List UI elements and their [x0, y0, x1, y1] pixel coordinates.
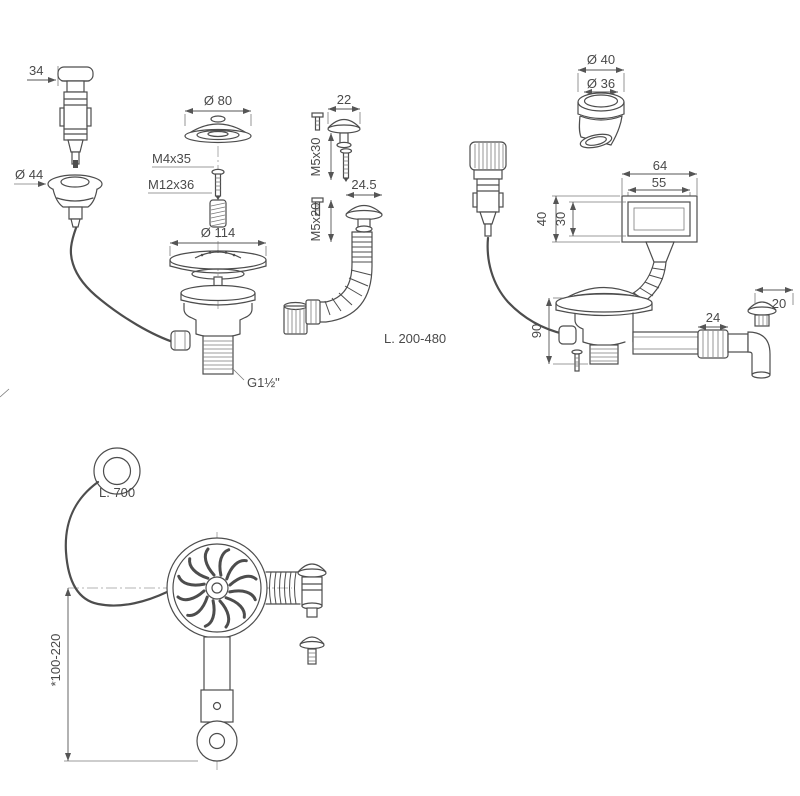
drain-body-left	[183, 303, 197, 334]
drain-body-right	[239, 303, 253, 334]
overflow-hose-left	[627, 261, 655, 297]
dim-80-label: Ø 80	[204, 93, 232, 108]
screw-m4x35-label: M4x35	[152, 151, 191, 166]
tailpipe-end	[196, 720, 238, 762]
view-overflow-assembly	[469, 67, 794, 379]
front-cable	[64, 480, 169, 607]
strainer-swirl	[176, 547, 258, 629]
dim-44-label: Ø 44	[15, 167, 43, 182]
dim-d40-label: Ø 40	[587, 52, 615, 67]
dim-114-label: Ø 114	[201, 225, 235, 240]
outlet-elbow	[747, 331, 771, 375]
dim-34-label: 34	[29, 63, 43, 78]
view-assembled-front	[64, 447, 327, 770]
dim-22-label: 22	[337, 92, 351, 107]
body-flange	[555, 293, 653, 313]
hose-length-label: L. 200-480	[384, 331, 446, 346]
view-strainer-exploded	[148, 108, 308, 381]
thread-g112-label: G1½"	[247, 375, 280, 390]
view-pull-knob-exploded	[14, 66, 178, 345]
cap-knob	[210, 115, 226, 123]
knob-tip	[73, 160, 78, 168]
front-pull-knob	[93, 447, 141, 495]
cable-length-label: L. 700	[99, 485, 135, 500]
dim-245-label: 24.5	[351, 177, 376, 192]
bolt-m12x36-label: M12x36	[148, 177, 194, 192]
pull-cable-right	[486, 236, 566, 336]
elbow-hose-inner	[317, 231, 353, 303]
dim-64-label: 64	[653, 158, 667, 173]
page-edge-mark	[0, 388, 10, 398]
dim-90-label: 90	[529, 324, 544, 338]
dim-30-label: 30	[553, 212, 568, 226]
dim-24-label: 24	[706, 310, 720, 325]
elbow-hose-outer	[317, 231, 373, 323]
body-screw	[571, 349, 583, 355]
dim-40-label: 40	[534, 212, 549, 226]
tailpipe-range-label: *100-220	[48, 634, 63, 687]
pull-cable-left	[69, 226, 178, 345]
drain-body-flange	[180, 284, 256, 302]
screw-m5x30-label: M5x30	[308, 137, 323, 176]
dim-d36-label: Ø 36	[587, 76, 615, 91]
cable-port	[170, 330, 191, 351]
dim-55-label: 55	[652, 175, 666, 190]
outlet-pipe	[632, 331, 699, 355]
overflow-funnel	[645, 241, 675, 263]
coupling-nut	[283, 305, 308, 335]
dim-20-label: 20	[772, 296, 786, 311]
body-left	[574, 313, 584, 342]
pin-screw-2	[311, 197, 324, 203]
dimension-labels: 34 Ø 44 Ø 80 M4x35 M12x36 Ø 114 G1½" 22 …	[15, 52, 786, 686]
knob-cap	[57, 66, 94, 82]
cable-port-right-view	[558, 325, 577, 345]
hose-end-fitting	[305, 299, 321, 325]
body-tail-thread	[589, 344, 619, 365]
bolt-m12	[209, 199, 227, 228]
tailpipe-thread	[202, 335, 234, 375]
view-overflow-parts	[305, 106, 383, 325]
screw-m5x20-label: M5x20	[308, 202, 323, 241]
